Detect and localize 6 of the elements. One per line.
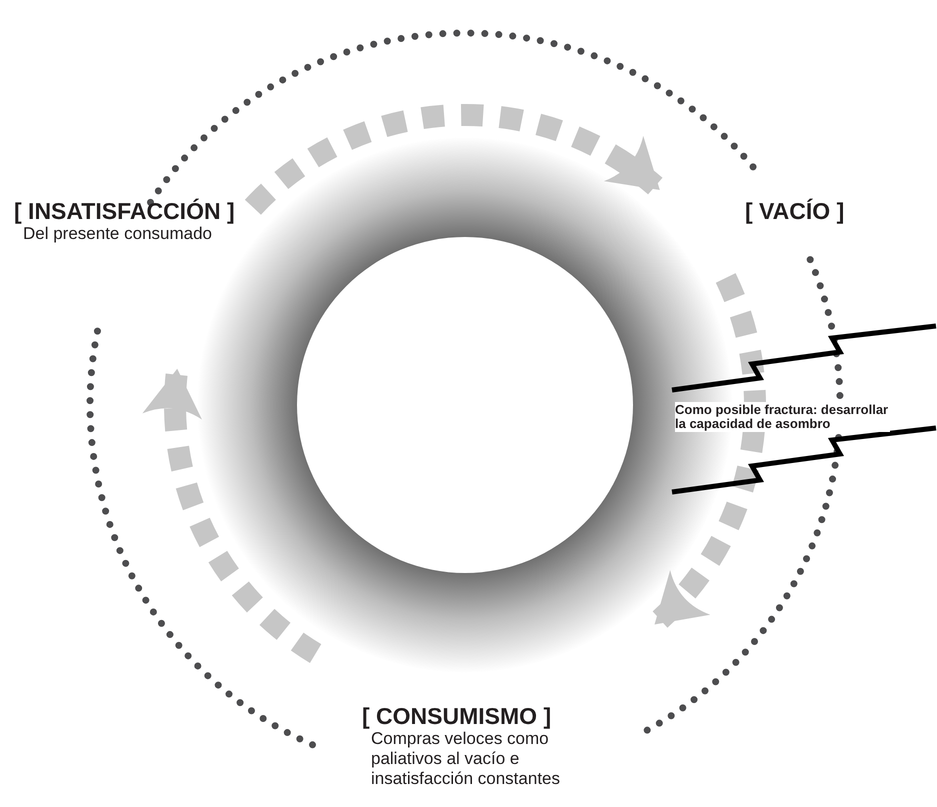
stage-heading: [ VACÍO ]: [745, 198, 846, 224]
stage-description: Del presente consumado: [23, 224, 214, 244]
stage-heading: [ INSATISFACCIÓN ]: [14, 198, 236, 224]
stage-description: Compras veloces como paliativos al vacío e insatisfacción constantes: [371, 729, 561, 789]
fracture-note: Como posible fractura: desarrollar la capacidad de asombro: [675, 402, 890, 432]
stage-heading: [ CONSUMISMO ]: [362, 703, 552, 729]
